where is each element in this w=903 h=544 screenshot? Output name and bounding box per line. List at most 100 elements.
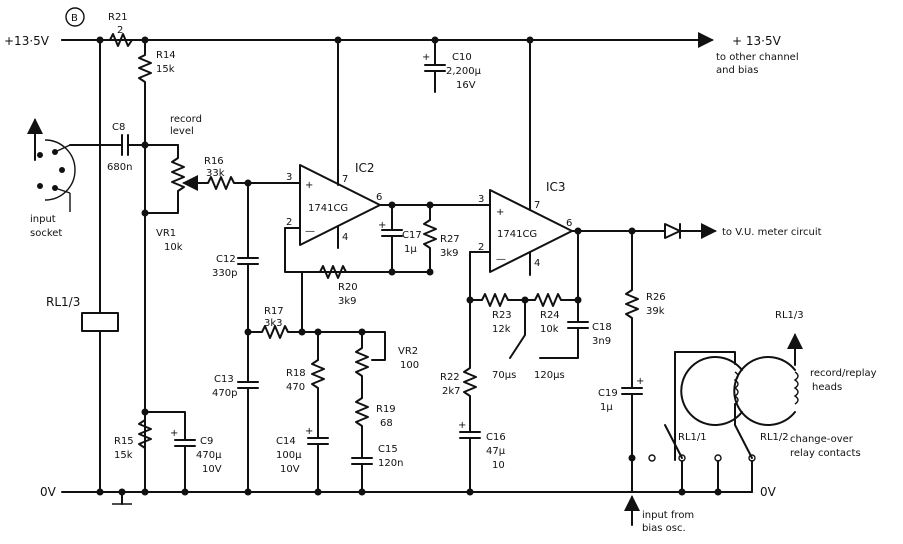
- ic2-opamp: [284, 39, 431, 249]
- c9-name: C9: [200, 436, 213, 447]
- c10-name: C10: [452, 52, 472, 63]
- r21-value: 2: [117, 25, 123, 36]
- junction-dots: [96, 36, 722, 496]
- c10-volt: 16V: [456, 80, 476, 91]
- ic3-part: 1741CG: [497, 229, 537, 240]
- record-level-2: level: [170, 126, 194, 137]
- supply-note-1: to other channel: [716, 52, 799, 63]
- c17-name: C17: [402, 230, 422, 241]
- r14-value: 15k: [156, 64, 175, 75]
- record-level-1: record: [170, 114, 202, 125]
- heads-label-2: heads: [812, 382, 842, 393]
- ic2-feedback: [284, 204, 437, 279]
- supply-label-left: +13·5V: [4, 34, 50, 48]
- bias-label-1: input from: [642, 510, 694, 521]
- r18-c14-branch: [307, 331, 329, 493]
- svg-text:7: 7: [534, 200, 540, 211]
- svg-text:+: +: [458, 420, 466, 431]
- r14-name: R14: [156, 50, 176, 61]
- ground-label-right: 0V: [760, 485, 777, 499]
- svg-text:—: —: [305, 226, 315, 237]
- svg-text:+: +: [422, 52, 430, 63]
- vr1-name: VR1: [156, 228, 176, 239]
- r22-value: 2k7: [442, 386, 461, 397]
- r27-name: R27: [440, 234, 460, 245]
- vr2-name: VR2: [398, 346, 418, 357]
- c19-name: C19: [598, 388, 618, 399]
- c9-value: 470μ: [196, 450, 222, 461]
- c17-value: 1μ: [404, 244, 417, 255]
- r20-value: 3k9: [338, 296, 357, 307]
- ic3-name: IC3: [546, 180, 566, 194]
- r27-value: 3k9: [440, 248, 459, 259]
- vu-label: to V.U. meter circuit: [722, 227, 822, 238]
- rl11-label: RL1/1: [678, 432, 707, 443]
- ic3-feedback: [469, 230, 589, 359]
- r26-name: R26: [646, 292, 666, 303]
- r15-value: 15k: [114, 450, 133, 461]
- r15-name: R15: [114, 436, 134, 447]
- r24-name: R24: [540, 310, 560, 321]
- c16-name: C16: [486, 432, 506, 443]
- b-marker: B: [65, 7, 85, 27]
- c8-capacitor: [69, 134, 179, 156]
- c13-value: 470p: [212, 388, 237, 399]
- r16-name: R16: [204, 156, 224, 167]
- svg-text:2: 2: [478, 242, 484, 253]
- c16-volt: 10: [492, 460, 505, 471]
- bias-label-2: bias osc.: [642, 523, 686, 534]
- input-label-2: socket: [30, 228, 62, 239]
- r24-value: 10k: [540, 324, 559, 335]
- r22-name: R22: [440, 372, 460, 383]
- r17-name: R17: [264, 306, 284, 317]
- svg-text:+: +: [305, 426, 313, 437]
- relay-label-1: change-over: [790, 434, 854, 445]
- r22-c16-branch: [459, 299, 481, 493]
- c15-value: 120n: [378, 458, 403, 469]
- svg-text:6: 6: [376, 192, 382, 203]
- svg-text:2: 2: [286, 217, 292, 228]
- supply-label-right: + 13·5V: [732, 34, 782, 48]
- r26-value: 39k: [646, 306, 665, 317]
- relay-label-2: relay contacts: [790, 448, 861, 459]
- r17-resistor: [247, 271, 363, 339]
- input-label-1: input: [30, 214, 56, 225]
- c13-name: C13: [214, 374, 234, 385]
- r19-value: 68: [380, 418, 393, 429]
- vr2-value: 100: [400, 360, 419, 371]
- svg-text:+: +: [636, 376, 644, 387]
- r14-resistor: [138, 39, 152, 146]
- vr2-r19-c15-branch: [351, 331, 386, 493]
- vr1-value: 10k: [164, 242, 183, 253]
- svg-text:+: +: [496, 207, 504, 218]
- r19-name: R19: [376, 404, 396, 415]
- r17-value: 3k3: [264, 318, 283, 329]
- ground-label-left: 0V: [40, 485, 57, 499]
- r21-name: R21: [108, 12, 128, 23]
- r16-value: 33k: [206, 168, 225, 179]
- c14-value: 100μ: [276, 450, 302, 461]
- time-120: 120μs: [534, 370, 565, 381]
- c12-name: C12: [216, 254, 236, 265]
- c10-capacitor: [424, 39, 446, 93]
- rl13-left-label: RL1/3: [46, 295, 80, 309]
- c8-value: 680n: [107, 162, 132, 173]
- c19-value: 1μ: [600, 402, 613, 413]
- svg-text:3: 3: [286, 172, 292, 183]
- c18-name: C18: [592, 322, 612, 333]
- c15-name: C15: [378, 444, 398, 455]
- svg-text:4: 4: [342, 232, 348, 243]
- c12-c13-column: [237, 182, 259, 493]
- record-head-right: [733, 333, 803, 426]
- r18-name: R18: [286, 368, 306, 379]
- rl13-right-label: RL1/3: [775, 310, 804, 321]
- c16-value: 47μ: [486, 446, 506, 457]
- supply-note-2: and bias: [716, 65, 758, 76]
- record-head-left: [680, 356, 743, 426]
- svg-text:+: +: [170, 428, 178, 439]
- c14-volt: 10V: [280, 464, 300, 475]
- c9-volt: 10V: [202, 464, 222, 475]
- time-70: 70μs: [492, 370, 516, 381]
- ic2-name: IC2: [355, 161, 375, 175]
